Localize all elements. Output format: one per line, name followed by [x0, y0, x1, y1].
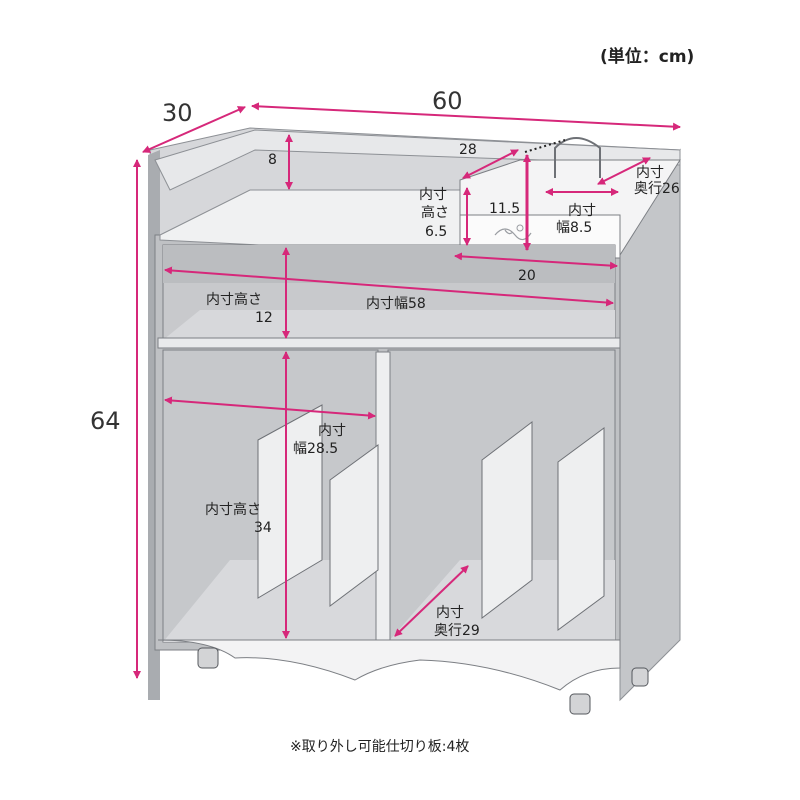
- left-height-label-1: 内寸高さ: [205, 502, 261, 518]
- divider-board-2: [329, 444, 379, 607]
- width-line: [251, 102, 681, 131]
- width-label: 60: [432, 87, 463, 115]
- tray-depth-label-1: 内寸: [636, 165, 664, 181]
- shelf-floor: [163, 310, 615, 340]
- left-width-line: [164, 396, 376, 420]
- tray-handle: [554, 137, 601, 178]
- left-width-label-1: 内寸: [318, 423, 346, 439]
- shelf-height-label-2: 12: [255, 310, 273, 326]
- depth-line: [142, 106, 246, 153]
- left-height-label-2: 34: [254, 520, 272, 536]
- tray-height-label-2: 高さ: [421, 205, 449, 221]
- shelf-back: [163, 245, 615, 283]
- caster-back-right: [631, 667, 649, 687]
- tray-width-label-2: 幅8.5: [556, 220, 593, 236]
- base-skirt: [157, 639, 621, 691]
- right-depth-line: [394, 565, 469, 637]
- tray-length-label: 28: [459, 142, 477, 158]
- tray-length-dots: [524, 139, 566, 153]
- tray-depth-line: [597, 157, 651, 185]
- tray-depth-label-2: 奥行26: [634, 181, 680, 197]
- tray-height-label-3: 6.5: [425, 224, 448, 240]
- divider-board-4: [557, 427, 605, 631]
- height-label: 64: [90, 407, 121, 435]
- tray-total-label: 20: [518, 268, 536, 284]
- right-depth-label-1: 内寸: [436, 605, 464, 621]
- shelf-height-label-1: 内寸高さ: [206, 292, 262, 308]
- divider-board-3: [481, 420, 533, 620]
- tray-total-line: [454, 252, 618, 270]
- tray-width-label-1: 内寸: [568, 203, 596, 219]
- caster-front-right: [569, 693, 591, 715]
- depth-label: 30: [162, 99, 193, 127]
- shelf-width-line: [164, 266, 614, 307]
- unit-label: (単位：cm): [600, 47, 695, 67]
- outer-dimensions: [133, 102, 681, 679]
- caster-front-left: [197, 647, 219, 669]
- left-width-label-2: 幅28.5: [293, 441, 339, 457]
- top-height-label: 8: [268, 152, 277, 168]
- right-depth-label-2: 奥行29: [434, 623, 480, 639]
- footnote: ※取り外し可能仕切り板:4枚: [290, 739, 470, 755]
- cabinet: [148, 127, 681, 715]
- shelf-width-label: 内寸幅58: [366, 296, 426, 312]
- inner-dimensions: [164, 134, 651, 639]
- tray-length-line: [462, 149, 519, 179]
- left-floor: [163, 560, 378, 642]
- tray-height-label-1: 内寸: [419, 187, 447, 203]
- shelf-board: [157, 337, 621, 349]
- tray-wall-label: 11.5: [489, 201, 521, 217]
